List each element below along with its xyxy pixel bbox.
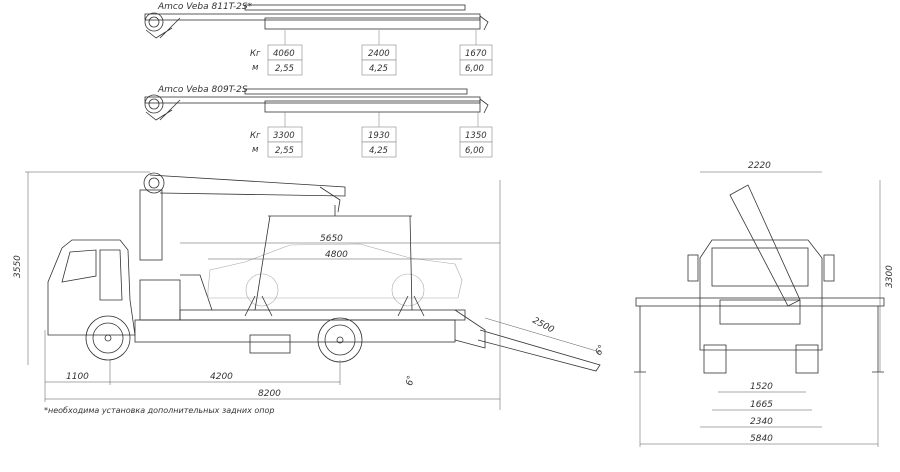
dim-platform-angle: 6° [405, 375, 417, 387]
load-kg: 1350 [465, 131, 487, 141]
truck-side-view [47, 172, 601, 372]
footnote: *необходима установка дополнительных зад… [44, 406, 274, 415]
dim-track: 1520 [750, 382, 773, 392]
dim-car-length: 4800 [325, 250, 348, 260]
dim-wheelbase: 4200 [210, 372, 233, 382]
dim-rear-height: 3300 [885, 265, 895, 288]
unit-kg: Кг [250, 49, 261, 59]
crane-809t-diagram: Amco Veba 809T-2S [144, 85, 489, 127]
crane-2-model: Amco Veba 809T-2S [157, 85, 248, 95]
unit-kg: Кг [250, 131, 261, 141]
load-m: 6,00 [465, 64, 484, 74]
dim-height-3550: 3550 [13, 255, 23, 278]
rear-view-dimensions: 2220 3300 1520 1665 2340 5840 [639, 161, 895, 447]
load-kg: 1930 [368, 131, 390, 141]
dim-1665: 1665 [750, 400, 773, 410]
load-kg: 4060 [273, 49, 295, 59]
crane-1-model: Amco Veba 811T-2S* [157, 2, 253, 12]
dim-width: 2220 [748, 161, 771, 171]
side-view-dimensions: 3550 5650 4800 2500 6° 6° 1100 4200 8200… [13, 171, 608, 415]
crane-811t-diagram: Amco Veba 811T-2S* [144, 2, 489, 45]
load-m: 4,25 [369, 146, 388, 156]
load-m: 2,55 [275, 146, 294, 156]
dim-platform-length: 5650 [320, 234, 343, 244]
load-m: 4,25 [369, 64, 388, 74]
dim-2340: 2340 [750, 417, 773, 427]
truck-rear-view [634, 184, 885, 374]
load-m: 6,00 [465, 146, 484, 156]
crane-1-load-table: Кг м 4060 2,55 2400 4,25 1670 6,00 [250, 44, 493, 76]
load-kg: 1670 [465, 49, 487, 59]
dim-front-overhang: 1100 [66, 372, 89, 382]
unit-m: м [252, 63, 259, 73]
load-m: 2,55 [275, 64, 294, 74]
crane-2-load-table: Кг м 3300 2,55 1930 4,25 1350 6,00 [250, 126, 493, 158]
dim-total-length: 8200 [258, 389, 281, 399]
unit-m: м [252, 145, 259, 155]
dim-ramp-angle: 6° [594, 344, 608, 358]
load-kg: 2400 [368, 49, 390, 59]
dim-outrigger-span: 5840 [750, 434, 773, 444]
load-kg: 3300 [273, 131, 295, 141]
